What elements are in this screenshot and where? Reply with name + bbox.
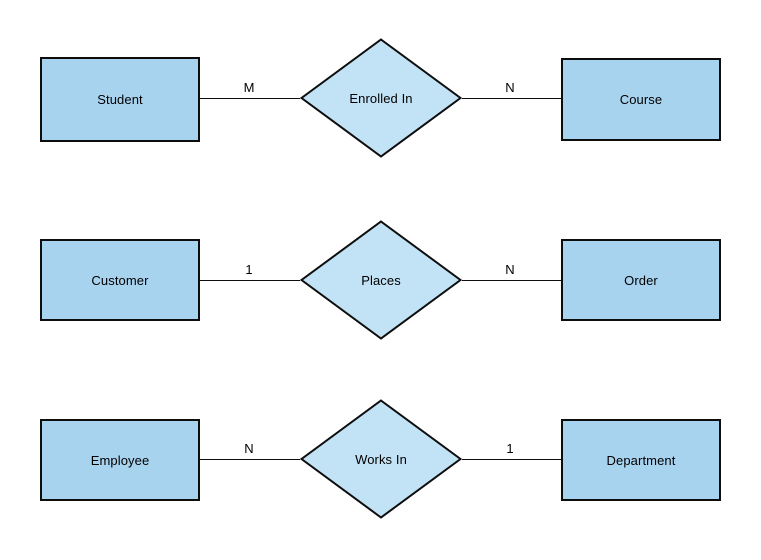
relationship-node[interactable]: Places bbox=[300, 220, 462, 340]
entity-label: Order bbox=[624, 272, 658, 288]
entity-label: Department bbox=[606, 452, 676, 468]
cardinality-label-left: N bbox=[244, 441, 254, 456]
connector-line-left bbox=[200, 459, 300, 460]
entity-node[interactable]: Department bbox=[561, 419, 721, 501]
entity-node[interactable]: Order bbox=[561, 239, 721, 321]
connector-line-left bbox=[200, 280, 300, 281]
cardinality-label-left: M bbox=[243, 80, 255, 95]
relationship-node[interactable]: Works In bbox=[300, 399, 462, 519]
entity-label: Course bbox=[619, 92, 663, 107]
diamond-shape-icon bbox=[300, 220, 462, 340]
cardinality-label-right: N bbox=[505, 80, 515, 95]
entity-label: Employee bbox=[90, 452, 150, 468]
diamond-shape-icon bbox=[300, 399, 462, 519]
relationship-row: Student M Enrolled In N Course bbox=[0, 38, 761, 168]
entity-label: Customer bbox=[91, 272, 149, 288]
cardinality-label-left: 1 bbox=[245, 262, 253, 277]
cardinality-label-right: 1 bbox=[506, 441, 514, 456]
entity-node[interactable]: Course bbox=[561, 58, 721, 141]
relationship-node[interactable]: Enrolled In bbox=[300, 38, 462, 158]
cardinality-label-right: N bbox=[505, 262, 515, 277]
entity-node[interactable]: Customer bbox=[40, 239, 200, 321]
connector-line-right bbox=[462, 459, 561, 460]
entity-node[interactable]: Student bbox=[40, 57, 200, 142]
connector-line-right bbox=[462, 280, 561, 281]
connector-line-right bbox=[462, 98, 561, 99]
entity-node[interactable]: Employee bbox=[40, 419, 200, 501]
connector-line-left bbox=[200, 98, 300, 99]
relationship-row: Employee N Works In 1 Department bbox=[0, 399, 761, 529]
diamond-shape-icon bbox=[300, 38, 462, 158]
entity-label: Student bbox=[97, 92, 143, 107]
relationship-row: Customer 1 Places N Order bbox=[0, 220, 761, 350]
